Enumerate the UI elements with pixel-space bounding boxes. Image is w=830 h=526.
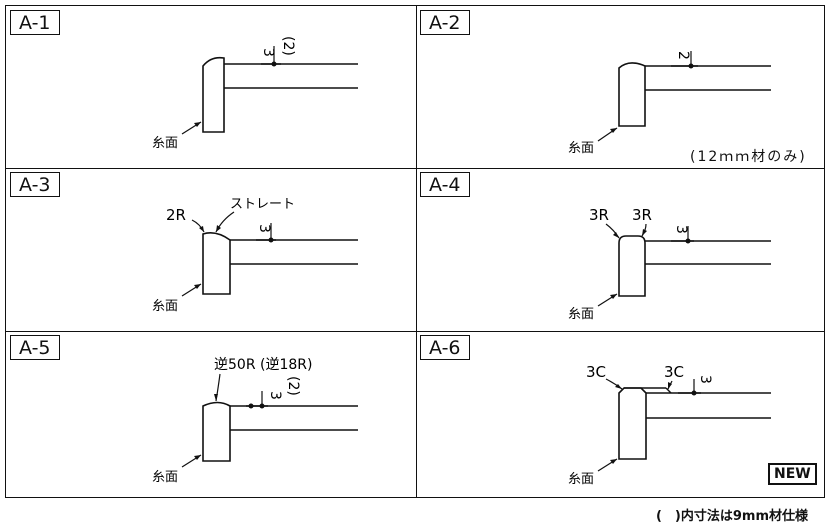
face-label: 糸面 (152, 470, 178, 485)
chamfer-left-label: 3C (586, 363, 606, 381)
panel-a3: A-3 3 2R ストレート 糸面 (6, 168, 416, 331)
radius-label: 逆50R (逆18R) (214, 357, 312, 373)
face-label: 糸面 (152, 136, 178, 151)
dim-text: 2 (675, 51, 691, 60)
dim-text: 3 (256, 224, 272, 233)
straight-label: ストレート (230, 197, 295, 212)
face-label: 糸面 (568, 307, 594, 322)
dim-text-9mm: (2) (280, 36, 296, 56)
face-label: 糸面 (568, 141, 594, 156)
face-label: 糸面 (568, 472, 594, 487)
panel-a1: A-1 3 (2) 糸面 (6, 6, 416, 168)
profile-drawing: 3 2R ストレート 糸面 (152, 197, 358, 314)
panel-label: A-4 (420, 172, 470, 197)
panel-label: A-2 (420, 10, 470, 35)
radius-right-label: 3R (632, 206, 652, 224)
panel-a6: A-6 3 3C 3C 糸面 NEW (416, 331, 826, 499)
panel-a2: A-2 2 糸面 (12ｍｍ材のみ) (416, 6, 826, 168)
panel-label: A-5 (10, 335, 60, 360)
footnote: ( )内寸法は9mm材仕様 (655, 509, 808, 524)
face-label: 糸面 (152, 299, 178, 314)
dim-text: 3 (673, 225, 689, 234)
panel-label: A-3 (10, 172, 60, 197)
size-note: (12ｍｍ材のみ) (690, 149, 807, 165)
dim-text-9mm: (2) (285, 376, 301, 396)
chamfer-right-label: 3C (664, 363, 684, 381)
grid-divider-row2 (6, 331, 824, 332)
radius-left-label: 3R (589, 206, 609, 224)
profile-drawing: 2 糸面 (568, 51, 771, 156)
dim-text: 3 (267, 391, 283, 400)
panel-label: A-1 (10, 10, 60, 35)
profile-grid: A-1 3 (2) 糸面 A-2 2 糸面 (5, 5, 825, 498)
new-badge: NEW (768, 463, 817, 485)
dim-text: 3 (697, 375, 713, 384)
panel-label: A-6 (420, 335, 470, 360)
radius-label: 2R (166, 206, 186, 224)
grid-divider-row1 (6, 168, 824, 169)
grid-divider-vertical (416, 6, 417, 497)
profile-drawing: 3 3C 3C 糸面 (568, 363, 771, 487)
dim-text: 3 (260, 48, 276, 57)
panel-a5: A-5 3 (2) 逆50R (逆18R) 糸面 (6, 331, 416, 499)
profile-drawing: 3 (2) 糸面 (152, 36, 358, 151)
profile-drawing: 3 (2) 逆50R (逆18R) 糸面 (152, 357, 358, 485)
panel-a4: A-4 3 3R 3R 糸面 (416, 168, 826, 331)
profile-drawing: 3 3R 3R 糸面 (568, 206, 771, 322)
